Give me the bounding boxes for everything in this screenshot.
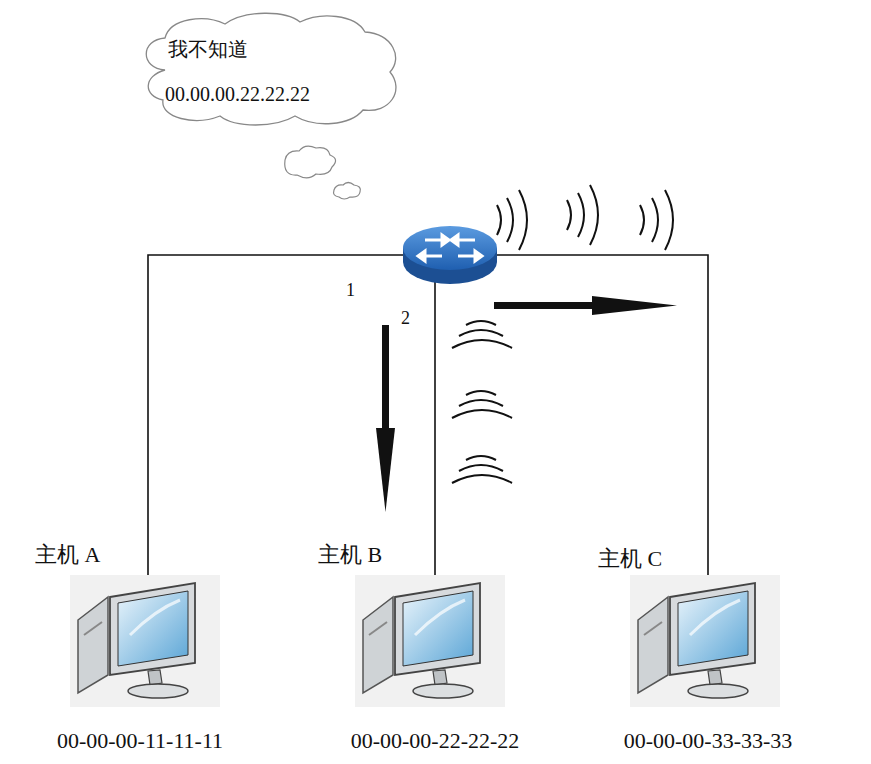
computer-icon <box>630 575 780 707</box>
thought-cloud: 我不知道 00.00.00.22.22.22 <box>135 10 405 128</box>
computer-icon <box>70 575 220 707</box>
mac-address: 00-00-00-11-11-11 <box>57 728 223 754</box>
host-node: 主机 A 00-00-00-11-11-11 <box>10 538 270 760</box>
host-node: 主机 C 00-00-00-33-33-33 <box>578 538 838 760</box>
wires <box>148 255 708 575</box>
mac-address: 00-00-00-33-33-33 <box>624 728 793 754</box>
callout-text: 00.00.00.22.22.22 <box>165 83 310 106</box>
host-name: 主机 C <box>598 544 662 574</box>
flood-arrows <box>376 296 677 512</box>
computer-icon <box>355 575 505 707</box>
port-number: 2 <box>401 308 410 329</box>
wireless-waves <box>452 185 673 483</box>
callout-text: 我不知道 <box>168 36 248 63</box>
host-name: 主机 B <box>318 540 382 570</box>
thought-bubbles <box>285 146 361 199</box>
host-node: 主机 B 00-00-00-22-22-22 <box>305 538 565 760</box>
mac-address: 00-00-00-22-22-22 <box>351 728 520 754</box>
host-name: 主机 A <box>35 540 100 570</box>
port-number: 1 <box>346 280 355 301</box>
switch-icon <box>403 226 497 284</box>
cloud-shape <box>135 10 405 128</box>
